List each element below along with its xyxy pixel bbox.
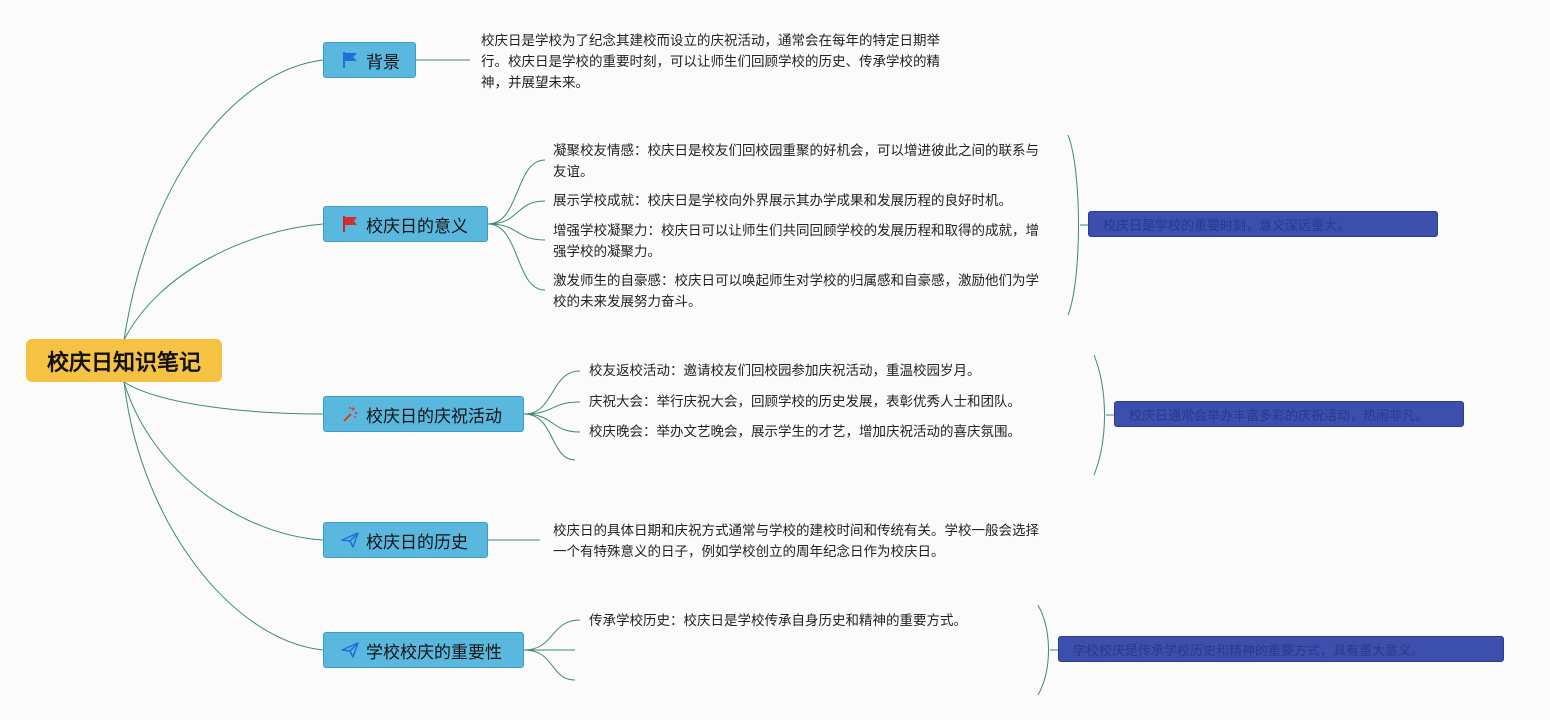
connector-importance-1 bbox=[523, 619, 581, 651]
note-history: 校庆日的具体日期和庆祝方式通常与学校的建校时间和传统有关。学校一般会选择一个有特… bbox=[553, 523, 1039, 560]
summary-bracket-meaning bbox=[1067, 134, 1079, 316]
paper-plane-icon bbox=[340, 530, 360, 550]
connector-activities-1 bbox=[523, 370, 581, 415]
connector-meaning-4 bbox=[487, 223, 546, 291]
note-activity-2: 庆祝大会：举行庆祝大会，回顾学校的历史发展，表彰优秀人士和团队。 bbox=[589, 394, 1021, 410]
note-meaning-2: 展示学校成就：校庆日是学校向外界展示其办学成果和发展历程的良好时机。 bbox=[553, 193, 1012, 209]
summary-bracket-activities bbox=[1093, 354, 1105, 476]
connector-activities-3 bbox=[523, 413, 581, 433]
connector-root-activities bbox=[123, 381, 324, 415]
note-activity-1: 校友返校活动：邀请校友们回校园参加庆祝活动，重温校园岁月。 bbox=[589, 363, 981, 379]
summary-label: 学校校庆是传承学校历史和精神的重要方式，具有重大意义。 bbox=[1073, 643, 1425, 659]
topic-label: 校庆日的意义 bbox=[366, 216, 468, 237]
connector-meaning-3 bbox=[487, 223, 546, 241]
summary-bracket-importance bbox=[1037, 604, 1049, 696]
connector-root-background bbox=[123, 59, 324, 341]
topic-label: 校庆日的历史 bbox=[366, 532, 468, 553]
note-importance-1: 传承学校历史：校庆日是学校传承自身历史和精神的重要方式。 bbox=[589, 613, 967, 629]
connector-root-history bbox=[123, 381, 324, 541]
connector-meaning-2 bbox=[487, 200, 546, 225]
connector-activities-4 bbox=[523, 413, 576, 461]
red-flag-icon bbox=[340, 214, 360, 234]
topic-label: 背景 bbox=[366, 52, 400, 73]
root-topic-label: 校庆日知识笔记 bbox=[46, 350, 201, 376]
connector-activities-2 bbox=[523, 401, 581, 415]
note-activity-3: 校庆晚会：举办文艺晚会，展示学生的才艺，增加庆祝活动的喜庆氛围。 bbox=[589, 424, 1021, 440]
topic-meaning[interactable]: 校庆日的意义 bbox=[323, 206, 488, 242]
topic-history[interactable]: 校庆日的历史 bbox=[323, 522, 488, 558]
topic-label: 校庆日的庆祝活动 bbox=[366, 406, 502, 427]
connector-meaning-1 bbox=[487, 159, 546, 225]
topic-importance[interactable]: 学校校庆的重要性 bbox=[323, 632, 524, 668]
paper-plane-icon bbox=[340, 640, 360, 660]
topic-background[interactable]: 背景 bbox=[323, 42, 416, 78]
topic-activities[interactable]: 校庆日的庆祝活动 bbox=[323, 396, 524, 432]
firework-icon bbox=[340, 404, 360, 424]
summary-label: 校庆日通常会举办丰富多彩的庆祝活动，热闹非凡。 bbox=[1129, 408, 1429, 424]
note-background: 校庆日是学校为了纪念其建校而设立的庆祝活动，通常会在每年的特定日期举行。校庆日是… bbox=[481, 33, 940, 91]
note-meaning-3: 增强学校凝聚力：校庆日可以让师生们共同回顾学校的发展历程和取得的成就，增强学校的… bbox=[553, 223, 1039, 260]
summary-label: 校庆日是学校的重要时刻，意义深远重大。 bbox=[1103, 218, 1351, 234]
connector-root-importance bbox=[123, 381, 324, 651]
note-meaning-1: 凝聚校友情感：校庆日是校友们回校园重聚的好机会，可以增进彼此之间的联系与友谊。 bbox=[553, 143, 1039, 180]
connector-importance-3 bbox=[523, 649, 576, 681]
summary-importance[interactable]: 学校校庆是传承学校历史和精神的重要方式，具有重大意义。 bbox=[1058, 636, 1504, 662]
topic-label: 学校校庆的重要性 bbox=[366, 642, 502, 663]
summary-meaning[interactable]: 校庆日是学校的重要时刻，意义深远重大。 bbox=[1088, 211, 1438, 237]
blue-flag-icon bbox=[340, 50, 360, 70]
note-meaning-4: 激发师生的自豪感：校庆日可以唤起师生对学校的归属感和自豪感，激励他们为学校的未来… bbox=[553, 273, 1039, 310]
connector-root-meaning bbox=[123, 223, 324, 341]
root-topic[interactable]: 校庆日知识笔记 bbox=[26, 339, 222, 382]
summary-activities[interactable]: 校庆日通常会举办丰富多彩的庆祝活动，热闹非凡。 bbox=[1114, 401, 1464, 427]
